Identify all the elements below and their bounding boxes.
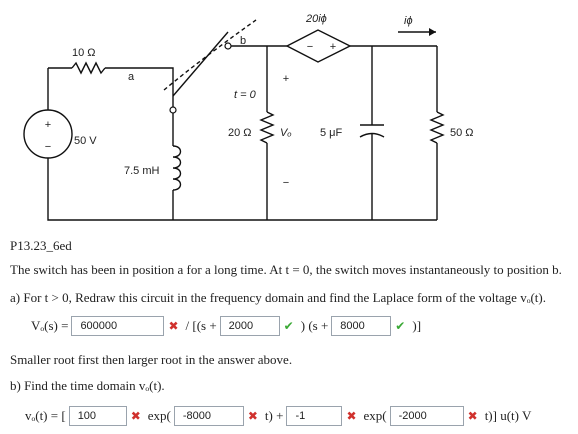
position-a-label: a: [128, 71, 135, 83]
numerator-input[interactable]: [71, 316, 165, 336]
time-t3: exp(: [363, 408, 387, 423]
source-label: 50 V: [74, 135, 97, 147]
laplace-lead: Vₒ(s) =: [31, 318, 69, 333]
vo-label: Vₒ: [280, 127, 292, 139]
exp2-input[interactable]: [389, 406, 464, 426]
vo-minus: −: [283, 177, 289, 189]
wrong-mark-icon: ✖: [247, 409, 258, 423]
dep-minus: −: [307, 41, 313, 53]
part-b-question: b) Find the time domain vₒ(t).: [10, 378, 165, 393]
correct-mark-icon: ✔: [283, 319, 294, 333]
wrong-mark-icon: ✖: [346, 409, 357, 423]
inductor-label: 7.5 mH: [124, 165, 160, 177]
position-b-label: b: [240, 35, 246, 47]
r1-label: 10 Ω: [72, 47, 96, 59]
wrong-mark-icon: ✖: [168, 319, 179, 333]
exp1-input[interactable]: [173, 406, 244, 426]
coef-input[interactable]: [68, 406, 127, 426]
time-t2: t) +: [264, 408, 284, 423]
vo-plus: +: [283, 73, 289, 85]
current-label: iϕ: [404, 15, 413, 27]
dep-source-label: 20iϕ: [305, 13, 327, 25]
dep-plus: +: [330, 41, 336, 53]
laplace-t2: ) (s +: [300, 318, 329, 333]
root2-input[interactable]: [331, 316, 392, 336]
problem-id: P13.23_6ed: [10, 238, 72, 253]
coef2-input[interactable]: [286, 406, 343, 426]
time-domain-answer-row: vₒ(t) = [ ✖ exp( ✖ t) + ✖ exp( ✖ t)] u(t…: [22, 405, 534, 427]
circuit-diagram: + − − + + − 10 Ω 50 V 7.5 mH a b t = 0 2…: [23, 13, 474, 221]
problem-statement: The switch has been in position a for a …: [10, 262, 562, 277]
root-order-note: Smaller root first then larger root in t…: [10, 352, 293, 367]
r3-label: 50 Ω: [450, 127, 474, 139]
laplace-t3: )]: [412, 318, 422, 333]
r2-label: 20 Ω: [228, 127, 252, 139]
cap-label: 5 μF: [320, 127, 343, 139]
correct-mark-icon: ✔: [395, 319, 406, 333]
time-t4: t)] u(t) V: [484, 408, 532, 423]
wrong-mark-icon: ✖: [130, 409, 141, 423]
switch-time-label: t = 0: [234, 89, 257, 101]
wrong-mark-icon: ✖: [467, 409, 478, 423]
source-plus: +: [45, 119, 51, 131]
source-minus: −: [45, 141, 51, 153]
laplace-answer-row: Vₒ(s) = ✖ / [(s + ✔ ) (s + ✔ )]: [28, 315, 424, 337]
part-a-question: a) For t > 0, Redraw this circuit in the…: [10, 290, 546, 305]
time-t1: exp(: [147, 408, 171, 423]
root1-input[interactable]: [219, 316, 280, 336]
laplace-t1: / [(s +: [185, 318, 217, 333]
time-lead: vₒ(t) = [: [25, 408, 66, 423]
